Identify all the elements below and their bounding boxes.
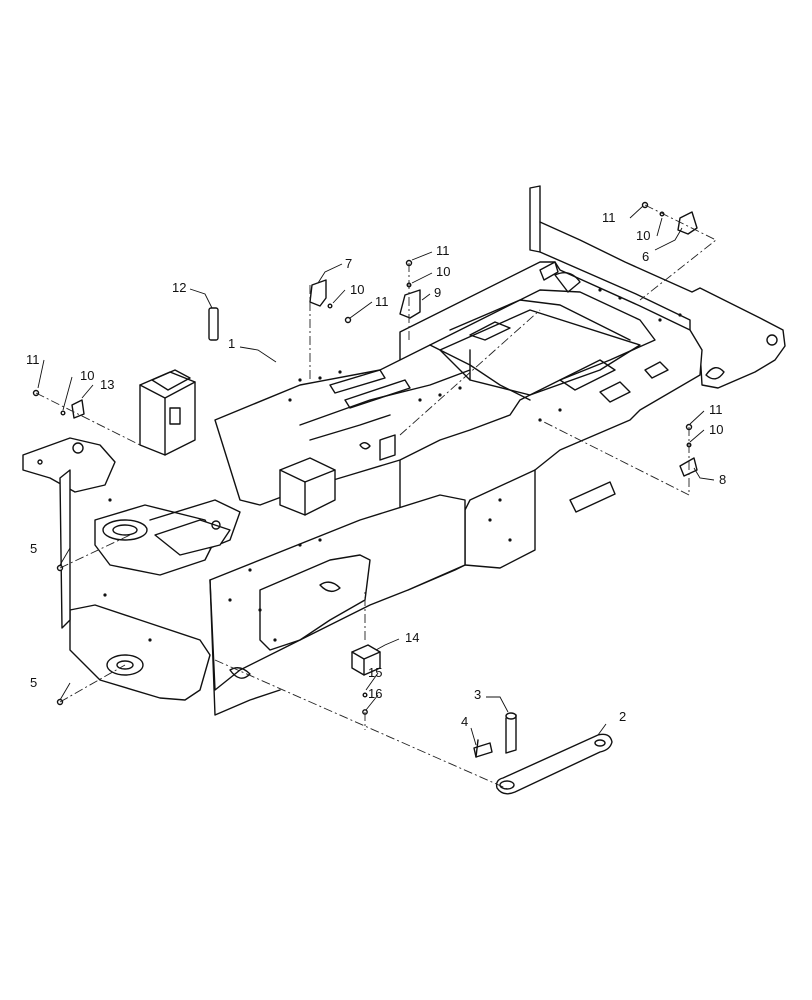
callout-10: 10 bbox=[636, 228, 650, 243]
callout-8: 8 bbox=[719, 472, 726, 487]
bracket-9-part bbox=[399, 289, 421, 319]
clip-part bbox=[473, 739, 493, 758]
callout-11: 11 bbox=[26, 352, 40, 367]
callout-15: 15 bbox=[368, 665, 382, 680]
callout-11: 11 bbox=[602, 210, 616, 225]
callout-13: 13 bbox=[100, 377, 114, 392]
callout-14: 14 bbox=[405, 630, 419, 645]
callout-12: 12 bbox=[172, 280, 186, 295]
callout-5: 5 bbox=[30, 675, 37, 690]
callout-3: 3 bbox=[474, 687, 481, 702]
callout-10: 10 bbox=[709, 422, 723, 437]
callout-11: 11 bbox=[375, 294, 389, 309]
callout-10: 10 bbox=[436, 264, 450, 279]
callout-10: 10 bbox=[80, 368, 94, 383]
main-frame bbox=[22, 185, 786, 716]
callout-4: 4 bbox=[461, 714, 468, 729]
callout-2: 2 bbox=[619, 709, 626, 724]
callout-1: 1 bbox=[228, 336, 235, 351]
pin-part bbox=[505, 712, 517, 754]
callout-7: 7 bbox=[345, 256, 352, 271]
block-part bbox=[351, 644, 381, 676]
callout-11: 11 bbox=[436, 243, 450, 258]
callout-16: 16 bbox=[368, 686, 382, 701]
assembly-lines bbox=[35, 204, 717, 791]
bracket-7-part bbox=[309, 279, 327, 307]
frame-holes bbox=[103, 288, 682, 642]
callout-labels: 1 2 3 4 5 5 6 7 8 9 10 10 10 10 10 11 11… bbox=[26, 210, 726, 729]
callout-11: 11 bbox=[709, 402, 723, 417]
bracket-8-part bbox=[679, 457, 698, 477]
callout-10: 10 bbox=[350, 282, 364, 297]
callout-5: 5 bbox=[30, 541, 37, 556]
leader-lines bbox=[37, 205, 715, 746]
callout-6: 6 bbox=[642, 249, 649, 264]
bracket-13-part bbox=[71, 399, 85, 419]
callout-9: 9 bbox=[434, 285, 441, 300]
strap-part bbox=[208, 307, 219, 341]
